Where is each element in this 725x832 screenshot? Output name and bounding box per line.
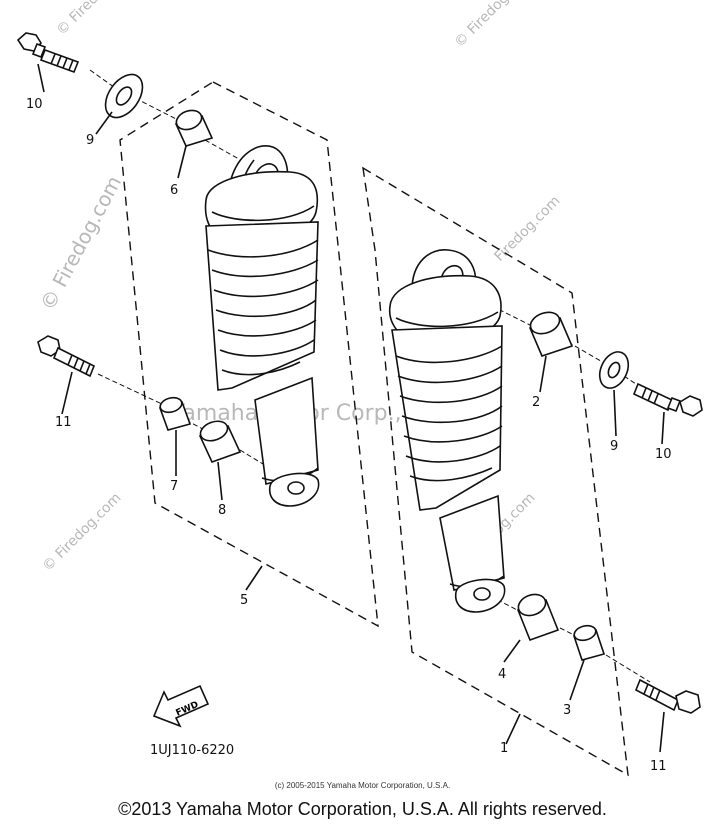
left-assembly-outline: [119, 81, 379, 628]
label-part-11-right: 11: [650, 759, 667, 774]
label-part-10-top-left: 10: [26, 97, 43, 112]
collar-4: [516, 593, 560, 642]
big-copyright: ©2013 Yamaha Motor Corporation, U.S.A. A…: [118, 799, 607, 819]
label-part-9-right: 9: [610, 439, 618, 454]
collar-7: [158, 396, 192, 431]
label-part-7: 7: [170, 479, 178, 494]
label-part-5: 5: [240, 593, 248, 608]
bolt-11-left: [37, 335, 96, 378]
washer-9-right: [598, 351, 630, 389]
right-assembly-outline: [362, 166, 629, 777]
collar-8: [198, 420, 242, 463]
collar-3: [572, 624, 606, 661]
leader-lines: [89, 69, 651, 683]
bolt-10-right: [632, 382, 703, 417]
label-part-1: 1: [500, 741, 508, 756]
diagram-code: 1UJ110-6220: [150, 743, 234, 758]
watermark-firedog-right: Firedog.com: [492, 193, 564, 265]
label-part-10-right: 10: [655, 447, 672, 462]
label-part-2: 2: [532, 395, 540, 410]
label-part-6: 6: [170, 183, 178, 198]
watermark-firedog-left: © Firedog.com: [35, 172, 126, 315]
label-part-9-top-left: 9: [86, 133, 94, 148]
watermark-firedog-top: © Firedog.com: [452, 0, 537, 51]
label-part-11-left: 11: [55, 415, 72, 430]
collar-6: [174, 109, 214, 147]
parts-diagram: © Firedog.com © Firedog.com © Firedog.co…: [16, 0, 703, 777]
label-part-3: 3: [563, 703, 571, 718]
right-shock-absorber: [388, 249, 506, 613]
label-part-4: 4: [498, 667, 506, 682]
washer-9-top-left: [104, 73, 144, 119]
small-copyright: (c) 2005-2015 Yamaha Motor Corporation, …: [274, 781, 451, 790]
watermark-firedog-mid-left: © Firedog.com: [40, 490, 125, 575]
bolt-11-right: [634, 678, 701, 714]
collar-2: [528, 311, 574, 357]
bolt-10-top-left: [16, 32, 80, 74]
forward-arrow-icon: FWD: [152, 684, 210, 728]
watermark-firedog-top-left: © Firedog.com: [54, 0, 139, 39]
label-leaders: [37, 63, 665, 753]
label-part-8: 8: [218, 503, 226, 518]
left-shock-absorber: [204, 145, 320, 507]
